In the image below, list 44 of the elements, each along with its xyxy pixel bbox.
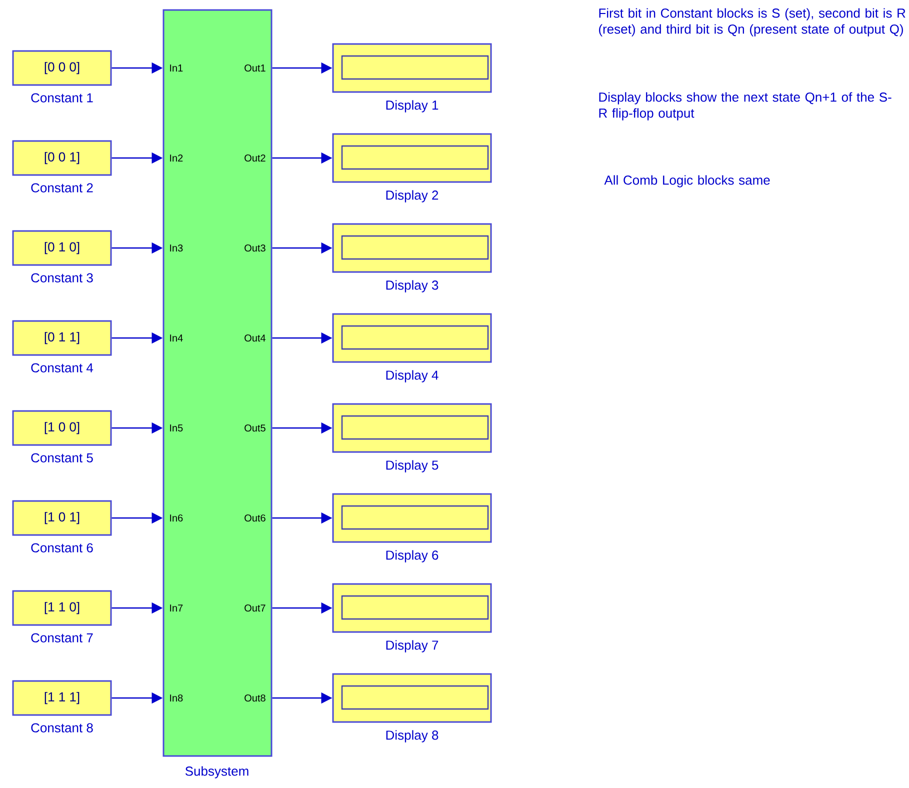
port-label: Out2 (244, 154, 266, 162)
block-name: Constant 5 (31, 453, 93, 462)
port-label: Out1 (244, 64, 266, 72)
constant-block: [1 0 1] (12, 500, 112, 536)
constant-block: [0 1 0] (12, 230, 112, 266)
block-name: Display 2 (386, 190, 438, 202)
constant-block: [0 1 1] (12, 320, 112, 356)
block-name: Display 7 (386, 640, 438, 652)
port-label: Out8 (244, 694, 266, 702)
port-label: In4 (170, 334, 183, 342)
constant-block: [1 0 0] (12, 410, 112, 446)
port-label: Out6 (244, 514, 266, 522)
port-label: Out5 (244, 424, 266, 432)
port-label: In7 (170, 604, 183, 612)
block-name: Constant 1 (31, 93, 93, 102)
port-label: Out3 (244, 244, 266, 252)
port-label: In5 (170, 424, 183, 432)
block-name: Constant 8 (31, 723, 93, 732)
port-label: Out4 (244, 334, 266, 342)
note-text: First bit in Constant blocks is S (set), second bit is R (reset) and third bit is Qn (present state of output Q) (599, 8, 906, 36)
port-label: In1 (170, 64, 183, 72)
block-name: Subsystem (185, 766, 248, 778)
port-label: In8 (170, 694, 183, 702)
constant-block: [1 1 1] (12, 680, 112, 716)
port-label: In6 (170, 514, 183, 522)
note-text: All Comb Logic blocks same (604, 175, 770, 188)
block-name: Display 4 (386, 370, 438, 382)
block-name: Constant 6 (31, 543, 93, 552)
block-name: Constant 7 (31, 633, 93, 642)
port-label: In3 (170, 244, 183, 252)
block-name: Constant 4 (31, 363, 94, 372)
note-text: Display blocks show the next state Qn+1 of the S-R flip-flop output (599, 92, 892, 120)
block-name: Display 8 (386, 730, 438, 742)
constant-block: [1 1 0] (12, 590, 112, 626)
block-name: Display 1 (386, 100, 438, 112)
block-name: Constant 3 (31, 273, 93, 282)
constant-block: [0 0 1] (12, 140, 112, 176)
block-name: Constant 2 (31, 183, 93, 192)
constant-block: [0 0 0] (12, 50, 112, 86)
port-label: In2 (170, 154, 183, 162)
block-name: Display 3 (386, 280, 438, 292)
port-label: Out7 (244, 604, 266, 612)
block-name: Display 5 (386, 460, 438, 472)
block-name: Display 6 (386, 550, 438, 562)
